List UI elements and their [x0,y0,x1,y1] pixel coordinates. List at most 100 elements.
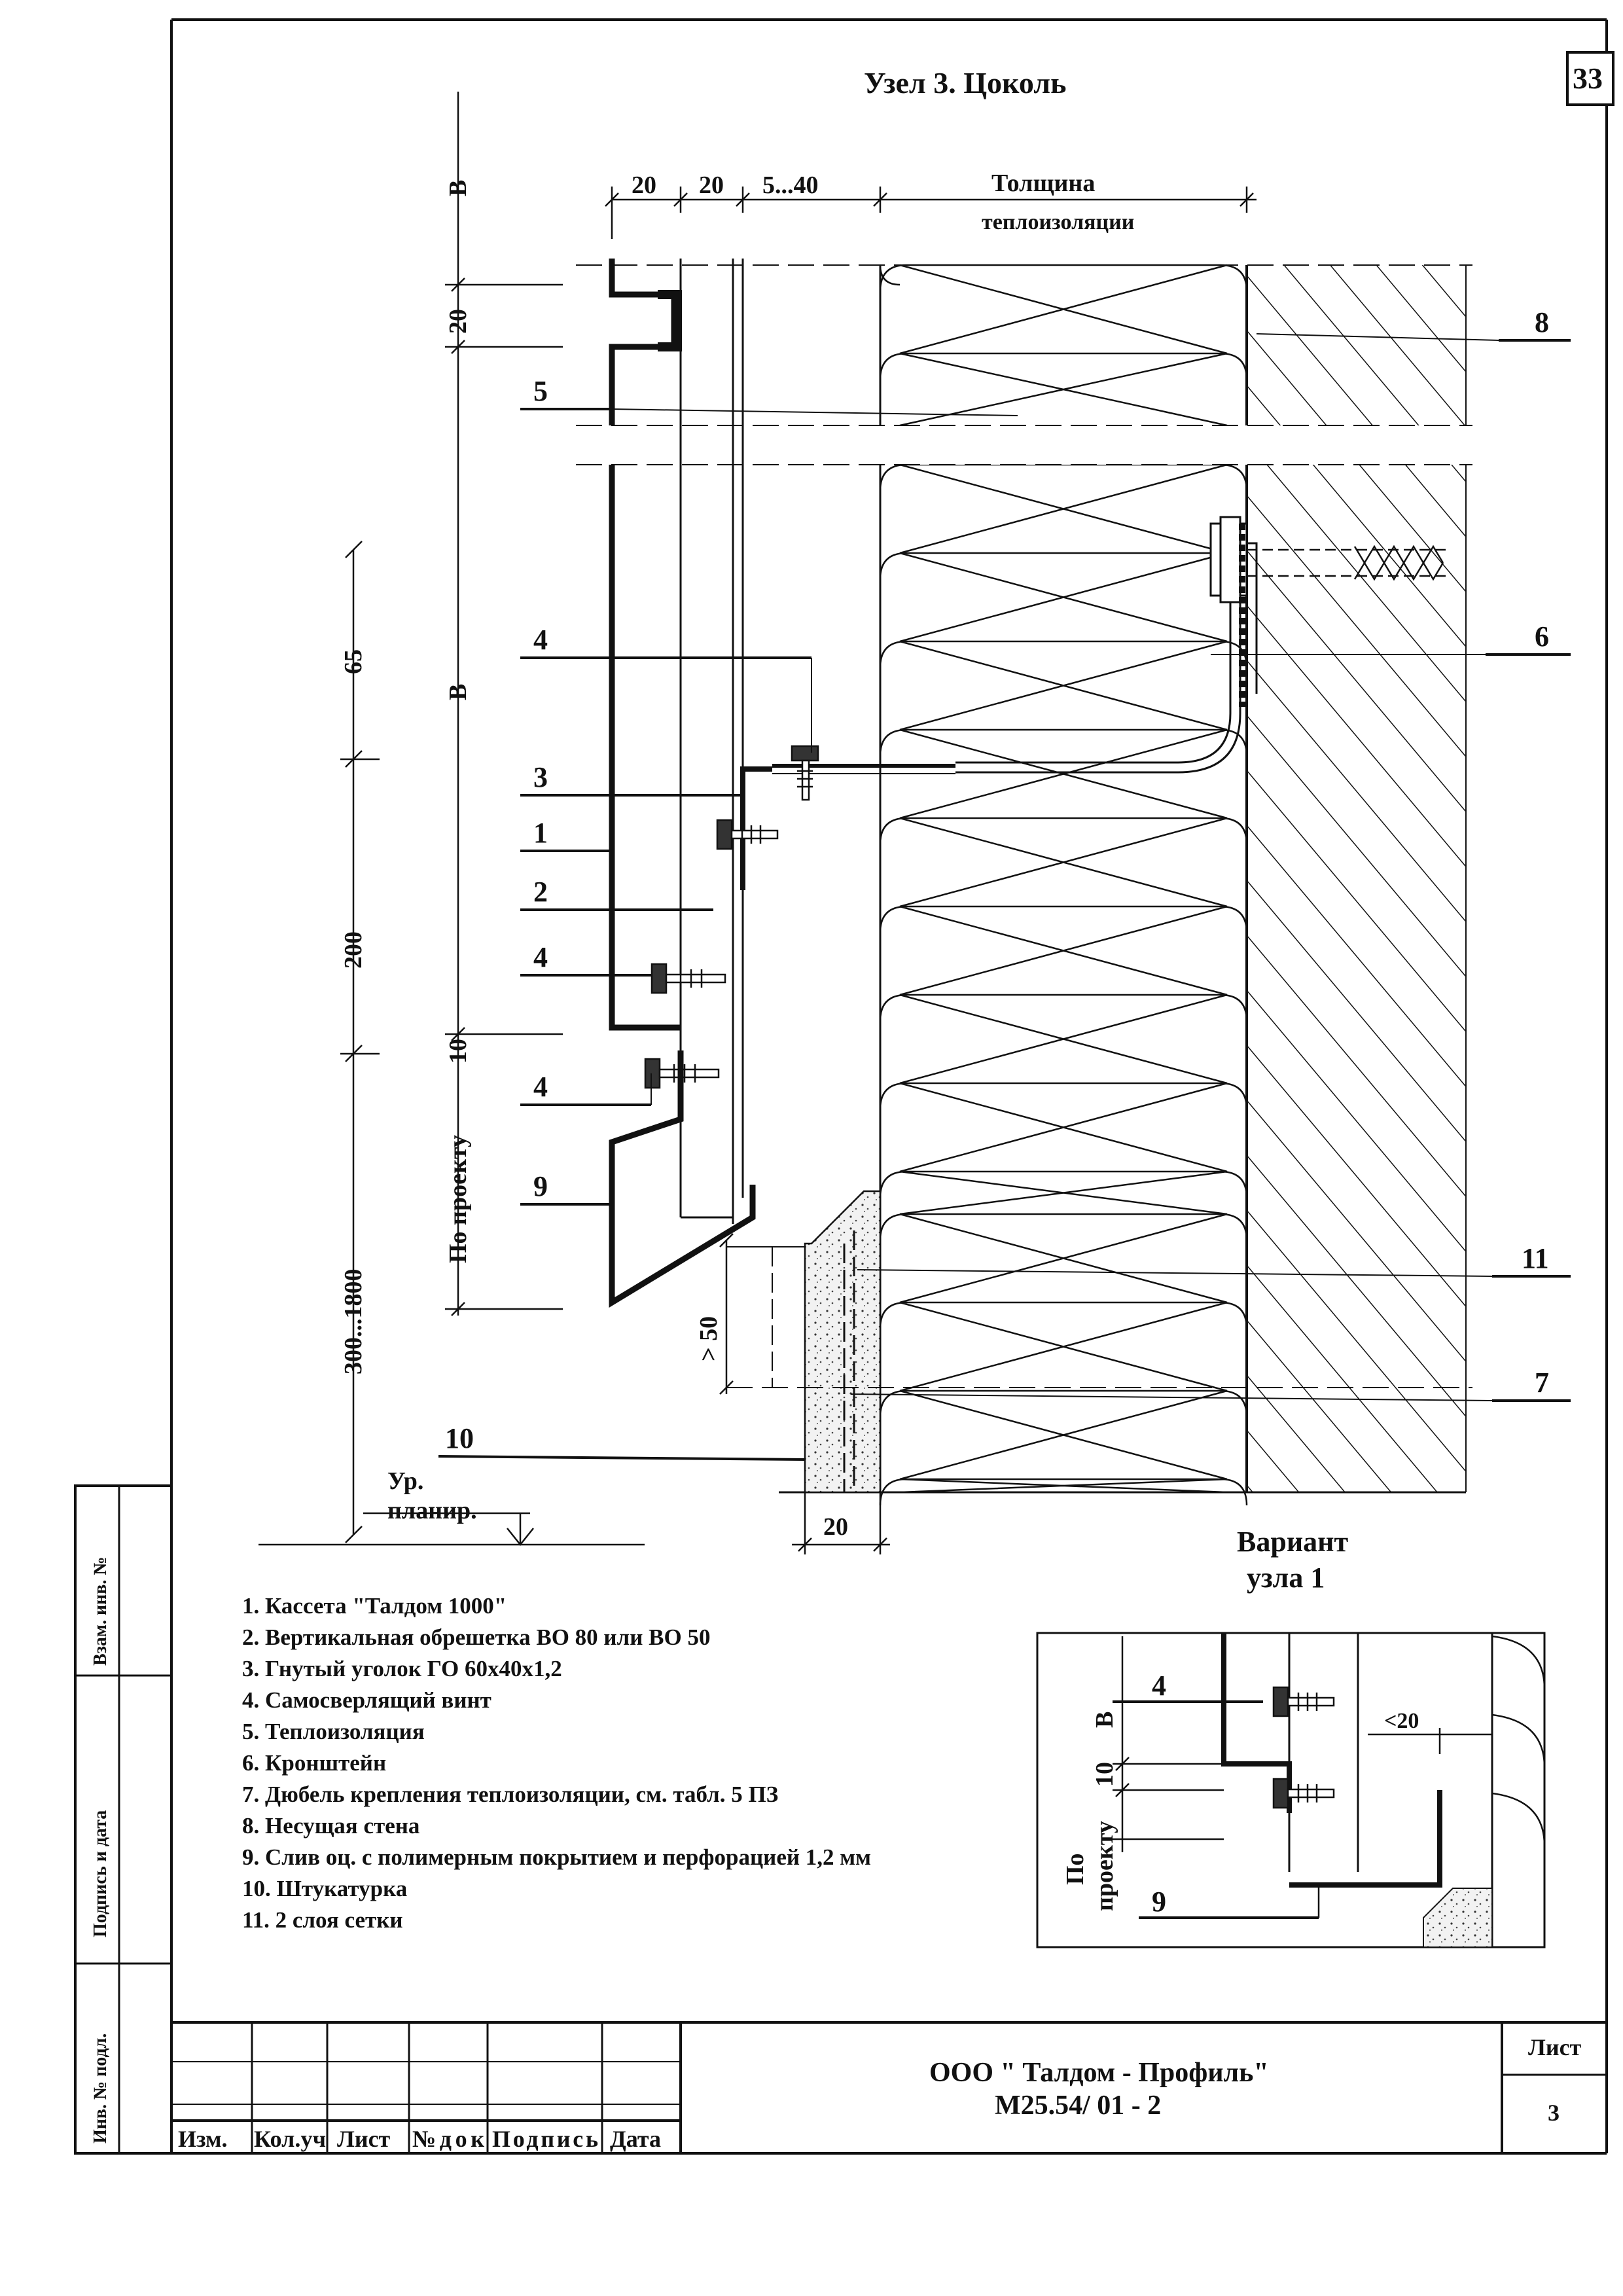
callout-8: 8 [1535,306,1549,338]
insulation-cell [879,905,1248,996]
dim-bottom-20: 20 [823,1513,848,1541]
screw-icon [1272,1686,1335,1717]
tb-sheet-number: 3 [1548,2100,1560,2126]
screw-icon [651,963,726,994]
legend-item-4: 4. Самосверлящий винт [242,1687,491,1713]
tb-col-podpis: Подпись [492,2126,598,2152]
page-number: 33 [1573,62,1603,95]
dim-20-b: 20 [699,171,724,199]
dim-gt50: > 50 [695,1316,722,1361]
callout-10: 10 [445,1422,474,1454]
self-drilling-screws [644,745,819,1089]
dim-200: 200 [340,931,367,969]
tb-col-kolvo: Кол.уч [254,2126,326,2152]
stamp-replacement-inv: Взам. инв. № [90,1556,111,1666]
tb-col-izm: Изм. [178,2126,227,2152]
dim-5-40: 5...40 [762,171,819,199]
tb-col-list: Лист [337,2126,391,2152]
insulation-cell [879,640,1248,731]
side-stamp: Взам. инв. № Подпись и дата Инв. № подл. [74,1484,173,2155]
dim-gt50-line [719,1233,734,1395]
legend-item-2: 2. Вертикальная обрешетка ВО 80 или ВО 5… [242,1624,710,1650]
screw-icon [644,1058,720,1089]
insulation-cell [879,1082,1248,1173]
insulation-cell [879,463,1248,554]
variant-title-2: узла 1 [1247,1562,1325,1594]
legend: 1. Кассета "Талдом 1000" 2. Вертикальная… [242,1593,871,1933]
insulation-cell [879,1301,1248,1392]
tb-col-data: Дата [610,2126,661,2152]
callout-7: 7 [1535,1367,1549,1399]
insulation-cell [879,1213,1248,1304]
load-bearing-wall [779,265,1467,1494]
cassette-profile [609,259,682,1031]
insulation-cell [879,1170,1248,1215]
dim-65: 65 [340,649,367,674]
insulation-cell [879,994,1248,1085]
legend-item-10: 10. Штукатурка [242,1876,407,1901]
variant-dim-proektu: проекту [1091,1821,1118,1911]
insulation-cell [879,264,1248,355]
insulation-thickness-label-2: теплоизоляции [982,210,1134,234]
variant-dim-po: По [1061,1853,1089,1885]
insulation-thickness-label-1: Толщина [991,170,1095,197]
callout-1: 1 [533,817,548,849]
legend-item-5: 5. Теплоизоляция [242,1719,425,1744]
variant-dim-b: В [1091,1712,1118,1728]
title-block [171,2021,1607,2153]
dim-b-mid: В [444,684,472,700]
legend-item-7: 7. Дюбель крепления теплоизоляции, см. т… [242,1782,778,1807]
stamp-signature-date: Подпись и дата [90,1810,111,1937]
dim-po-proektu: По проекту [444,1135,472,1263]
ground-level-label-1: Ур. [387,1467,423,1495]
legend-item-3: 3. Гнутый уголок ГО 60х40х1,2 [242,1656,562,1681]
callout-6: 6 [1535,620,1549,653]
dim-20-vertical: 20 [444,309,472,334]
variant-callout-9: 9 [1152,1886,1166,1918]
callout-11: 11 [1522,1242,1549,1274]
callout-4-low: 4 [533,1071,548,1103]
callout-2: 2 [533,876,548,908]
page-number-box: 33 [1566,51,1614,106]
legend-item-8: 8. Несущая стена [242,1813,419,1839]
extension-lines [726,1246,1472,1388]
plaster-base [804,1190,882,1494]
tb-doc-code: М25.54/ 01 - 2 [995,2090,1161,2121]
dim-10-vertical: 10 [444,1039,472,1064]
tb-company: ООО " Талдом - Профиль" [929,2058,1269,2088]
dim-b-top: В [444,180,472,196]
insulation-cell [879,1478,1248,1506]
variant-title-1: Вариант [1237,1526,1349,1558]
variant-inset: 4 9 В 10 По проекту <20 [1036,1632,1546,1948]
stamp-original-inv: Инв. № подл. [90,2034,111,2144]
callout-5: 5 [533,375,548,407]
callout-4-top: 4 [533,624,548,656]
vertical-batten [679,259,744,1224]
insulation-cell [879,1390,1248,1480]
ground-level-marker [259,1512,645,1547]
wall-anchor [1247,545,1446,581]
insulation-cell [879,817,1248,908]
variant-dim-10: 10 [1091,1762,1118,1787]
left-dimension-chain [340,92,563,1543]
ground-level-label-2: планир. [387,1497,477,1524]
dim-bottom-20-line [792,1492,890,1554]
top-dimension-line [605,187,1257,239]
screw-icon [1272,1778,1335,1809]
callout-leaders [438,333,1571,1461]
tb-sheet-label: Лист [1528,2034,1582,2060]
insulation-cell [879,352,1248,427]
legend-item-6: 6. Кронштейн [242,1750,386,1776]
legend-item-11: 11. 2 слоя сетки [242,1907,403,1933]
variant-callout-4: 4 [1152,1670,1166,1702]
dim-20-a: 20 [632,171,656,199]
drip-flashing [609,1050,756,1308]
screw-icon [716,819,779,850]
legend-item-9: 9. Слив оц. с полимерным покрытием и пер… [242,1844,871,1870]
break-line [576,264,1472,465]
callout-3: 3 [533,761,548,793]
dim-300-1800: 300...1800 [340,1269,367,1375]
insulation-cell [879,552,1248,643]
variant-dim-lt20: <20 [1384,1709,1419,1733]
